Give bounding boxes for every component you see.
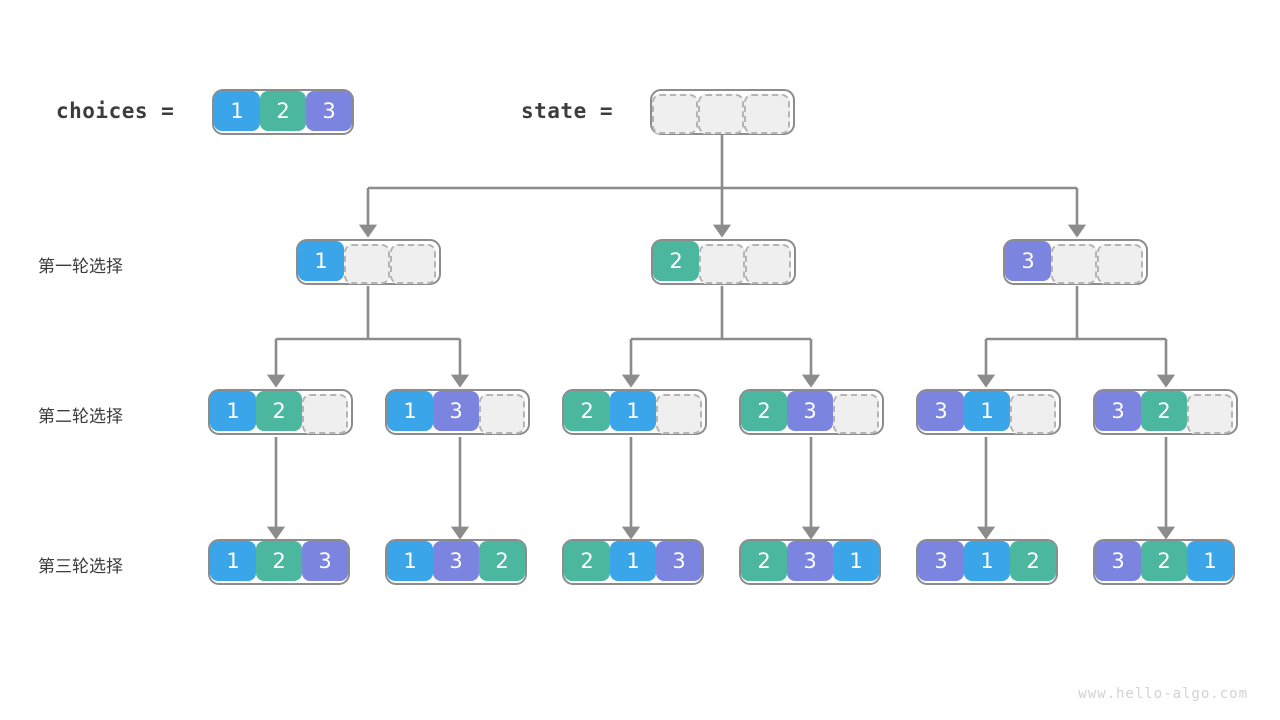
round2-6-cell-filled: 2 xyxy=(1141,391,1187,431)
round3-2-cell-filled: 2 xyxy=(479,541,525,581)
state-array-round1-2: 2 xyxy=(651,239,796,285)
round2-3-cell-filled: 1 xyxy=(610,391,656,431)
round3-1-cell-filled: 1 xyxy=(210,541,256,581)
round2-4-cell-empty xyxy=(833,394,879,434)
round2-2-cell-filled: 3 xyxy=(433,391,479,431)
watermark: www.hello-algo.com xyxy=(1078,686,1248,702)
round3-1-cell-filled: 3 xyxy=(302,541,348,581)
choices-cell-filled: 3 xyxy=(306,91,352,131)
round2-6-cell-empty xyxy=(1187,394,1233,434)
round2-3-cell-filled: 2 xyxy=(564,391,610,431)
round2-5-cell-filled: 1 xyxy=(964,391,1010,431)
round1-1-cell-empty xyxy=(390,244,436,284)
round1-1-cell-filled: 1 xyxy=(298,241,344,281)
round3-6-cell-filled: 1 xyxy=(1187,541,1233,581)
round3-5-cell-filled: 1 xyxy=(964,541,1010,581)
round2-4-cell-filled: 2 xyxy=(741,391,787,431)
row-label-round-1: 第一轮选择 xyxy=(38,257,123,276)
round3-6-cell-filled: 3 xyxy=(1095,541,1141,581)
round3-4-cell-filled: 3 xyxy=(787,541,833,581)
state-cell-empty xyxy=(698,94,744,134)
round3-6-cell-filled: 2 xyxy=(1141,541,1187,581)
round2-5-cell-filled: 3 xyxy=(918,391,964,431)
round1-2-cell-empty xyxy=(745,244,791,284)
state-array xyxy=(650,89,795,135)
row-label-round-3: 第三轮选择 xyxy=(38,557,123,576)
round3-3-cell-filled: 2 xyxy=(564,541,610,581)
round1-2-cell-empty xyxy=(699,244,745,284)
round3-3-cell-filled: 1 xyxy=(610,541,656,581)
round1-3-cell-empty xyxy=(1097,244,1143,284)
round2-4-cell-filled: 3 xyxy=(787,391,833,431)
round3-5-cell-filled: 3 xyxy=(918,541,964,581)
state-cell-empty xyxy=(744,94,790,134)
round2-2-cell-filled: 1 xyxy=(387,391,433,431)
state-label: state = xyxy=(521,99,614,123)
choices-cell-filled: 2 xyxy=(260,91,306,131)
state-cell-empty xyxy=(652,94,698,134)
round3-4-cell-filled: 2 xyxy=(741,541,787,581)
round1-1-cell-empty xyxy=(344,244,390,284)
round3-2-cell-filled: 3 xyxy=(433,541,479,581)
round2-2-cell-empty xyxy=(479,394,525,434)
round3-2-cell-filled: 1 xyxy=(387,541,433,581)
choices-label: choices = xyxy=(56,99,175,123)
state-array-round1-3: 3 xyxy=(1003,239,1148,285)
round3-4-cell-filled: 1 xyxy=(833,541,879,581)
round3-3-cell-filled: 3 xyxy=(656,541,702,581)
round1-3-cell-empty xyxy=(1051,244,1097,284)
choices-cell-filled: 1 xyxy=(214,91,260,131)
round3-5-cell-filled: 2 xyxy=(1010,541,1056,581)
row-label-round-2: 第二轮选择 xyxy=(38,407,123,426)
state-array-round1-1: 1 xyxy=(296,239,441,285)
round2-1-cell-filled: 2 xyxy=(256,391,302,431)
round1-2-cell-filled: 2 xyxy=(653,241,699,281)
round2-5-cell-empty xyxy=(1010,394,1056,434)
round1-3-cell-filled: 3 xyxy=(1005,241,1051,281)
round3-1-cell-filled: 2 xyxy=(256,541,302,581)
round2-1-cell-filled: 1 xyxy=(210,391,256,431)
round2-1-cell-empty xyxy=(302,394,348,434)
round2-3-cell-empty xyxy=(656,394,702,434)
round2-6-cell-filled: 3 xyxy=(1095,391,1141,431)
